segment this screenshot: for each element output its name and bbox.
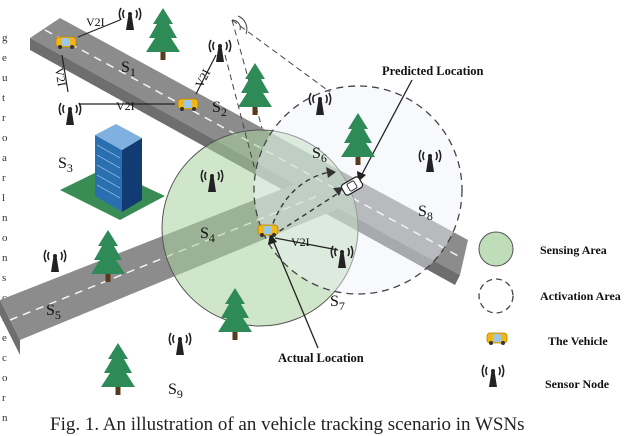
actual-pointer-arrowhead [268, 233, 277, 245]
left-column-text-fragments: geutroarlnonscsecorn [2, 28, 22, 428]
sensor-labels: S1 S2 S3 S4 S5 S6 S7 S8 S9 [46, 59, 433, 401]
left-fragment: n [2, 252, 8, 264]
left-fragment: c [2, 292, 7, 304]
trajectory-line [271, 191, 341, 237]
svg-text:S9: S9 [168, 381, 183, 401]
v2i-label: V2I [116, 99, 135, 113]
sensor-node-s1 [118, 7, 142, 31]
left-fragment: l [2, 192, 6, 204]
left-fragment: o [2, 372, 8, 384]
left-fragment: r [2, 112, 6, 124]
legend-sensing-label: Sensing Area [540, 243, 607, 257]
legend-activation-label: Activation Area [540, 289, 621, 303]
left-fragment: r [2, 172, 6, 184]
sensor-node-s3 [58, 102, 82, 126]
predicted-pointer-line [359, 79, 413, 179]
legend-sensing-swatch [478, 231, 514, 267]
legend: Sensing Area Activation Area The Vehicle… [478, 231, 621, 391]
legend-vehicle-label: The Vehicle [548, 334, 608, 348]
v2i-links [61, 19, 339, 251]
left-fragment: e [2, 332, 7, 344]
coverage-dash-line [231, 19, 331, 93]
svg-text:S7: S7 [330, 293, 345, 313]
left-fragment: t [2, 92, 6, 104]
signal-arcs [231, 15, 248, 35]
left-fragment: a [2, 152, 7, 164]
tree [146, 8, 180, 60]
legend-activation-swatch [478, 278, 514, 314]
left-fragment: u [2, 72, 8, 84]
left-fragment: o [2, 132, 8, 144]
svg-text:S2: S2 [212, 99, 227, 119]
sensor-node-s9 [168, 332, 192, 356]
svg-text:S5: S5 [46, 302, 61, 322]
v2i-label: V2I [291, 235, 310, 249]
predicted-vehicle-outline [340, 176, 364, 196]
left-fragment: s [2, 272, 7, 284]
vehicle-icon [257, 224, 279, 238]
building [60, 124, 165, 220]
left-fragment: c [2, 352, 7, 364]
v2i-label: V2I [86, 15, 105, 29]
v2i-label: V2I [52, 67, 69, 88]
vehicle-icon [55, 36, 77, 50]
tree [101, 343, 135, 395]
left-fragment: e [2, 52, 7, 64]
left-fragment: g [2, 32, 8, 44]
sensor-node-s2 [208, 39, 232, 63]
left-fragment: r [2, 392, 6, 404]
predicted-location-label: Predicted Location [382, 64, 484, 78]
v2i-label: V2I [192, 67, 213, 90]
actual-pointer-line [271, 237, 319, 349]
trajectory-arrowhead [333, 187, 343, 196]
tree [238, 63, 272, 115]
left-fragment: n [2, 412, 8, 424]
sensor-node-s5 [43, 249, 67, 273]
svg-text:S4: S4 [200, 225, 215, 245]
legend-vehicle-icon [486, 332, 508, 346]
svg-text:S3: S3 [58, 155, 73, 175]
figure-caption: Fig. 1. An illustration of an vehicle tr… [50, 414, 525, 435]
left-fragment: o [2, 232, 8, 244]
svg-text:S6: S6 [312, 145, 327, 165]
trajectory-arrowhead [326, 167, 336, 178]
left-fragment: n [2, 212, 8, 224]
actual-location-label: Actual Location [278, 351, 364, 365]
legend-sensor-icon [481, 364, 505, 388]
svg-text:S1: S1 [121, 59, 136, 79]
vehicle-icon [177, 98, 199, 112]
svg-text:S8: S8 [418, 203, 433, 223]
trajectory-curve [269, 171, 331, 233]
legend-sensor-label: Sensor Node [545, 377, 610, 391]
